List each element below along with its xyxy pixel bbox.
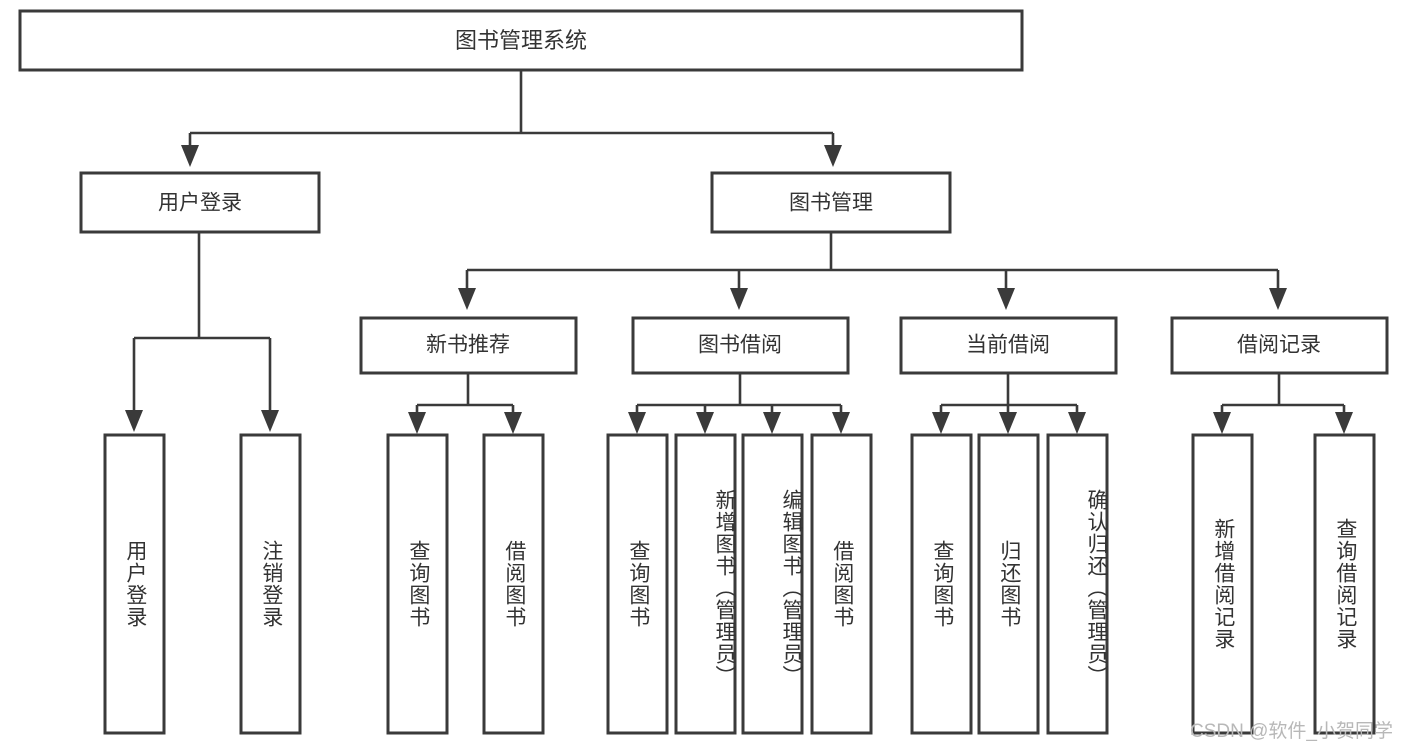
node-user-login-box[interactable]	[79, 171, 321, 234]
node-root-box[interactable]	[18, 9, 1024, 72]
node-borrow-record-label: 借阅记录	[1237, 334, 1321, 357]
arrowhead-icon	[1068, 412, 1086, 434]
arrowhead-icon	[408, 412, 426, 434]
node-leaf-logout-box[interactable]	[239, 433, 302, 735]
arrowhead-icon	[1213, 412, 1231, 434]
node-leaf-query-book-1-box[interactable]	[386, 433, 449, 735]
arrowhead-icon	[832, 412, 850, 434]
connector-borrowrecord-to-leaves	[1213, 373, 1353, 434]
node-root-label: 图书管理系统	[455, 28, 587, 53]
node-book-borrow-box[interactable]	[631, 316, 850, 375]
node-leaf-add-record-label: 新增借阅记录	[1211, 518, 1235, 650]
arrowhead-icon	[458, 288, 476, 310]
arrowhead-icon	[763, 412, 781, 434]
arrowhead-icon	[824, 145, 842, 167]
node-leaf-borrow-book-2-label: 借阅图书	[830, 540, 854, 628]
node-new-book-recommend[interactable]: 新书推荐	[359, 316, 578, 375]
node-current-borrow-box[interactable]	[899, 316, 1118, 375]
node-leaf-query-record-box[interactable]	[1313, 433, 1376, 735]
arrowhead-icon	[504, 412, 522, 434]
arrowhead-icon	[628, 412, 646, 434]
node-leaf-borrow-book-1-label: 借阅图书	[502, 540, 526, 628]
node-new-book-recommend-box[interactable]	[359, 316, 578, 375]
node-leaf-return-book-box[interactable]	[977, 433, 1040, 735]
arrowhead-icon	[696, 412, 714, 434]
node-leaf-query-book-2-label: 查询图书	[626, 540, 650, 628]
node-book-borrow[interactable]: 图书借阅	[631, 316, 850, 375]
node-leaf-query-book-2-box[interactable]	[606, 433, 669, 735]
connector-root-to-level1	[181, 70, 842, 167]
node-leaf-query-book-3-label: 查询图书	[930, 540, 954, 628]
node-book-borrow-label: 图书借阅	[698, 334, 782, 357]
node-leaf-add-record-box[interactable]	[1191, 433, 1254, 735]
arrowhead-icon	[932, 412, 950, 434]
node-leaf-edit-book-label: 编辑图书（管理员）	[780, 489, 803, 687]
node-leaf-user-login-label: 用户登录	[123, 540, 147, 628]
arrowhead-icon	[1269, 288, 1287, 310]
arrowhead-icon	[999, 412, 1017, 434]
leaf-boxes	[103, 433, 1376, 735]
node-leaf-add-book-label: 新增图书（管理员）	[713, 489, 736, 687]
node-leaf-logout-label: 注销登录	[259, 540, 283, 628]
arrowhead-icon	[730, 288, 748, 310]
connector-bookmgmt-to-level2	[458, 232, 1287, 310]
node-book-management-label: 图书管理	[789, 192, 873, 215]
connector-bookborrow-to-leaves	[628, 373, 850, 434]
node-leaf-add-book-box[interactable]	[674, 433, 737, 735]
node-leaf-query-book-1-label: 查询图书	[406, 540, 430, 628]
node-root[interactable]: 图书管理系统	[18, 9, 1024, 72]
watermark: CSDN @软件_小贺同学	[1190, 721, 1393, 742]
connector-userlogin-to-leaves	[125, 232, 279, 432]
arrowhead-icon	[181, 145, 199, 167]
arrowhead-icon	[1335, 412, 1353, 434]
arrowhead-icon	[997, 288, 1015, 310]
node-leaf-edit-book-box[interactable]	[741, 433, 804, 735]
node-leaf-confirm-return-box[interactable]	[1046, 433, 1109, 735]
arrowhead-icon	[125, 410, 143, 432]
node-user-login-label: 用户登录	[158, 192, 242, 215]
arrowhead-icon	[261, 410, 279, 432]
connector-newbook-to-leaves	[408, 373, 522, 434]
node-new-book-recommend-label: 新书推荐	[426, 334, 510, 357]
node-leaf-return-book-label: 归还图书	[997, 540, 1021, 628]
node-book-management-box[interactable]	[710, 171, 952, 234]
node-borrow-record[interactable]: 借阅记录	[1170, 316, 1389, 375]
node-leaf-user-login-box[interactable]	[103, 433, 166, 735]
connector-currentborrow-to-leaves	[932, 373, 1086, 434]
node-leaf-query-book-3-box[interactable]	[910, 433, 973, 735]
node-current-borrow-label: 当前借阅	[966, 334, 1050, 357]
node-leaf-borrow-book-2-box[interactable]	[810, 433, 873, 735]
node-current-borrow[interactable]: 当前借阅	[899, 316, 1118, 375]
node-borrow-record-box[interactable]	[1170, 316, 1389, 375]
node-leaf-borrow-book-1-box[interactable]	[482, 433, 545, 735]
node-user-login[interactable]: 用户登录	[79, 171, 321, 234]
node-book-management[interactable]: 图书管理	[710, 171, 952, 234]
node-leaf-query-record-label: 查询借阅记录	[1333, 518, 1357, 650]
node-leaf-confirm-return-label: 确认归还（管理员）	[1085, 489, 1108, 687]
